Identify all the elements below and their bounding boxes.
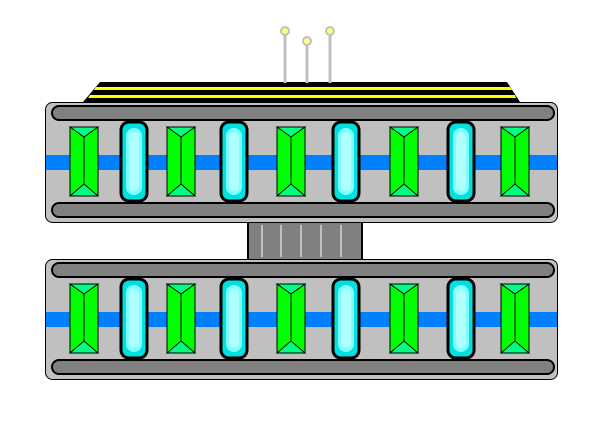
antenna-light	[280, 26, 290, 36]
capsule-core	[229, 289, 239, 348]
roof-body	[83, 82, 520, 102]
module	[45, 102, 558, 223]
top-rail	[51, 262, 555, 278]
cyan-capsule	[219, 120, 249, 203]
roof-stripe	[94, 87, 512, 90]
capsule-core	[229, 132, 239, 191]
gem-facet-top	[275, 126, 307, 138]
capsule-core	[456, 289, 466, 348]
gem-facet-bottom	[275, 183, 307, 197]
gem-facet-bottom	[68, 183, 100, 197]
green-gem	[499, 126, 531, 197]
top-rail	[51, 105, 555, 121]
modules	[45, 102, 558, 380]
roof-stripe	[88, 95, 516, 98]
connector-block	[247, 221, 363, 261]
green-gem	[275, 126, 307, 197]
capsule-core	[456, 132, 466, 191]
gem-facet-top	[275, 283, 307, 295]
capsule-core	[341, 289, 351, 348]
cyan-capsule	[331, 277, 361, 360]
gem-facet-top	[165, 283, 197, 295]
green-gem	[165, 126, 197, 197]
gem-facet-top	[165, 126, 197, 138]
green-gem	[165, 283, 197, 354]
gem-facet-bottom	[165, 340, 197, 354]
green-gem	[388, 283, 420, 354]
cyan-capsule	[446, 277, 476, 360]
gem-facet-top	[388, 126, 420, 138]
capsule-core	[341, 132, 351, 191]
cyan-capsule	[331, 120, 361, 203]
cyan-capsule	[119, 277, 149, 360]
antennas	[280, 26, 335, 83]
green-gem	[68, 126, 100, 197]
module	[45, 259, 558, 380]
bottom-rail	[51, 202, 555, 218]
gem-facet-top	[499, 126, 531, 138]
bottom-rail	[51, 359, 555, 375]
green-gem	[275, 283, 307, 354]
gem-facet-bottom	[388, 340, 420, 354]
gem-facet-bottom	[499, 340, 531, 354]
gem-facet-top	[388, 283, 420, 295]
cyan-capsule	[219, 277, 249, 360]
gem-facet-top	[68, 283, 100, 295]
cyan-capsule	[119, 120, 149, 203]
gem-facet-bottom	[275, 340, 307, 354]
connector-body	[247, 221, 363, 261]
gem-facet-top	[68, 126, 100, 138]
gem-facet-bottom	[165, 183, 197, 197]
antenna-light	[325, 26, 335, 36]
gem-facet-top	[499, 283, 531, 295]
cyan-capsule	[446, 120, 476, 203]
green-gem	[499, 283, 531, 354]
green-gem	[68, 283, 100, 354]
capsule-core	[129, 132, 139, 191]
gem-facet-bottom	[388, 183, 420, 197]
antenna-light	[302, 36, 312, 46]
roof	[83, 82, 520, 102]
gem-facet-bottom	[499, 183, 531, 197]
gem-facet-bottom	[68, 340, 100, 354]
green-gem	[388, 126, 420, 197]
capsule-core	[129, 289, 139, 348]
